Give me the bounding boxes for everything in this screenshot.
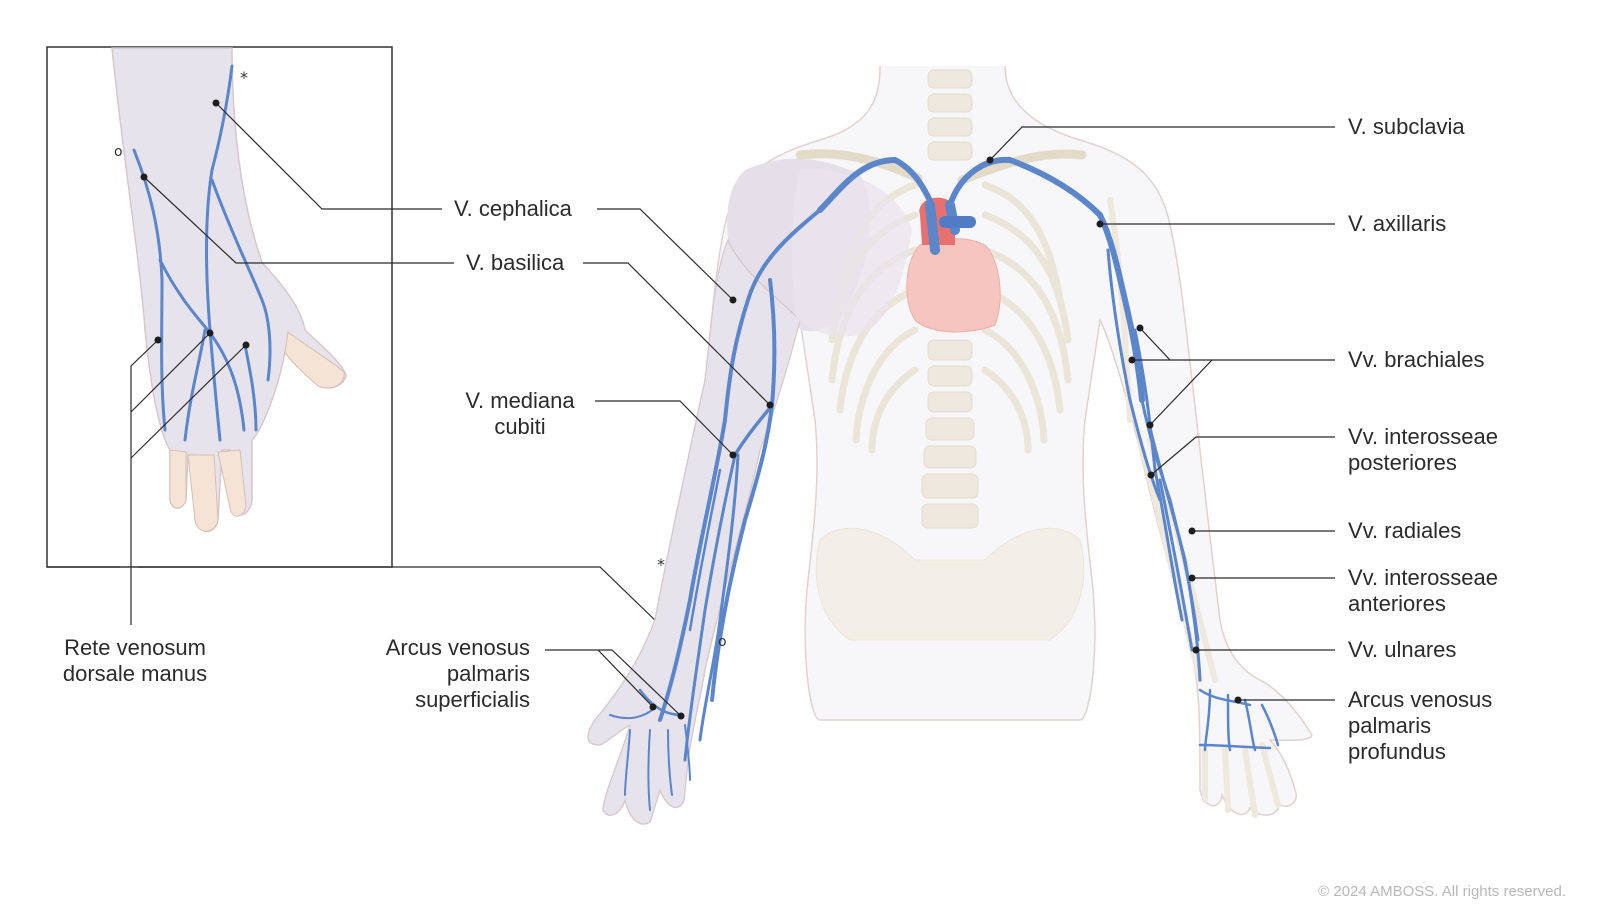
label-v-subclavia: V. subclavia (1348, 114, 1465, 140)
label-text-line: Arcus venosus (385, 635, 530, 660)
label-text: Vv. radiales (1348, 518, 1462, 543)
label-text-line: dorsale manus (62, 661, 208, 686)
label-text: Vv. brachiales (1348, 347, 1485, 372)
label-text-line: V. mediana (465, 388, 575, 413)
label-vv-radiales: Vv. radiales (1348, 518, 1461, 544)
label-text: V. basilica (466, 250, 565, 275)
label-vv-interosseae-posteriores: Vv. interosseae posteriores (1348, 424, 1498, 476)
heart (906, 238, 1001, 333)
marker-circle-arm: o (718, 634, 727, 650)
label-v-axillaris: V. axillaris (1348, 211, 1446, 237)
label-text-line: cubiti (494, 414, 546, 439)
clavicle-left (795, 149, 923, 183)
label-text-line: Vv. interosseae (1348, 424, 1499, 449)
label-vv-brachiales: Vv. brachiales (1348, 347, 1485, 373)
label-text: V. subclavia (1348, 114, 1465, 139)
label-v-cephalica: V. cephalica (454, 196, 572, 222)
label-text-line: posteriores (1348, 450, 1457, 475)
main-dots (649, 156, 1242, 720)
marker-star-arm: * (657, 555, 665, 574)
inset-finger (187, 454, 219, 532)
label-vv-ulnares: Vv. ulnares (1348, 637, 1456, 663)
inset-thumb (284, 331, 345, 389)
label-text-line: palmaris (446, 661, 530, 686)
main-leaders (545, 126, 1335, 717)
inset-dorsal-hand (46, 46, 661, 626)
inset-dots (140, 99, 250, 349)
label-text-line: Vv. interosseae (1348, 565, 1499, 590)
inset-hand-skin (111, 47, 347, 532)
left-arm-skin (587, 238, 801, 825)
label-v-mediana-cubiti: V. mediana cubiti (458, 388, 582, 440)
label-rete-venosum: Rete venosum dorsale manus (50, 635, 220, 687)
marker-star-inset: * (240, 68, 248, 87)
clavicle-right (957, 149, 1087, 185)
label-text: Vv. ulnares (1348, 637, 1457, 662)
label-vv-interosseae-anteriores: Vv. interosseae anteriores (1348, 565, 1498, 617)
copyright-notice: © 2024 AMBOSS. All rights reserved. (1318, 883, 1566, 900)
label-text-line: superficialis (415, 687, 530, 712)
inset-leaders (47, 102, 661, 626)
inset-finger (217, 449, 247, 517)
label-arcus-superficialis: Arcus venosus palmaris superficialis (360, 635, 530, 713)
label-text: V. axillaris (1348, 211, 1447, 236)
inset-finger (169, 449, 187, 509)
label-text-line: Rete venosum (64, 635, 206, 660)
label-text-line: profundus (1348, 739, 1446, 764)
label-text-line: Arcus venosus (1348, 687, 1493, 712)
marker-circle-inset: o (114, 144, 123, 160)
label-v-basilica: V. basilica (466, 250, 564, 276)
torso (587, 65, 1313, 825)
spine (921, 69, 979, 529)
label-text-line: anteriores (1348, 591, 1446, 616)
label-text: V. cephalica (454, 196, 572, 221)
label-text-line: palmaris (1348, 713, 1432, 738)
label-arcus-profundus: Arcus venosus palmaris profundus (1348, 687, 1492, 765)
pelvis (815, 527, 1085, 641)
